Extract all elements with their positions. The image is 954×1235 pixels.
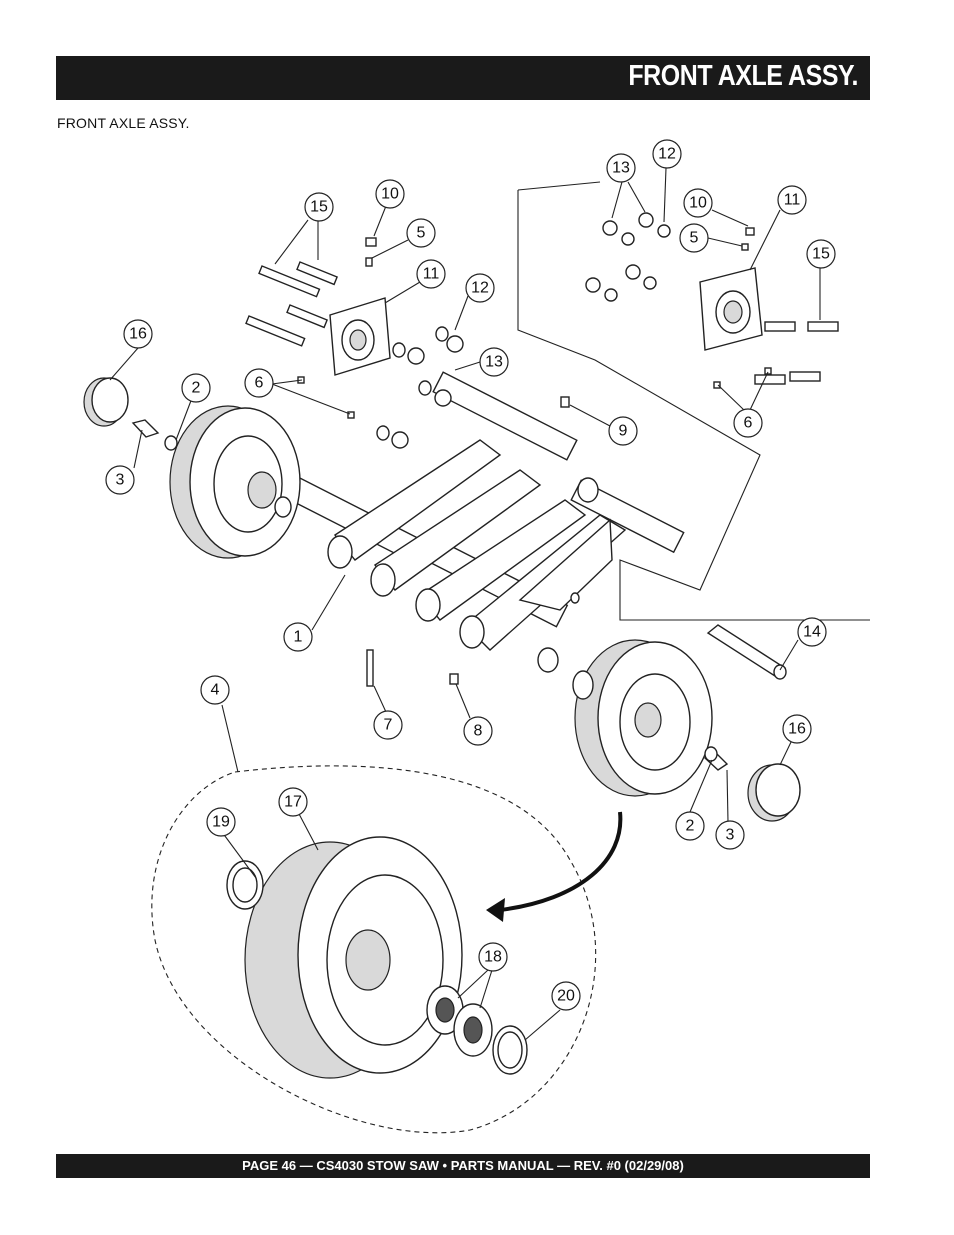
callout-20: 20 <box>551 981 581 1011</box>
callout-18: 18 <box>478 942 508 972</box>
callout-14: 14 <box>797 617 827 647</box>
axle-assembly <box>281 371 685 673</box>
svg-text:18: 18 <box>484 949 502 966</box>
page-footer-bar: PAGE 46 — CS4030 STOW SAW • PARTS MANUAL… <box>56 1154 870 1178</box>
callout-11-left: 11 <box>416 259 446 289</box>
callout-5-left: 5 <box>406 218 436 248</box>
svg-text:4: 4 <box>211 682 220 699</box>
svg-text:12: 12 <box>658 146 676 163</box>
svg-text:16: 16 <box>129 326 147 343</box>
callout-12-left: 12 <box>465 273 495 303</box>
callout-16-left: 16 <box>123 319 153 349</box>
callout-9: 9 <box>608 416 638 446</box>
svg-text:20: 20 <box>557 988 575 1005</box>
flange-bearing-left <box>329 297 391 376</box>
detail-outline <box>517 190 870 621</box>
svg-text:2: 2 <box>192 380 201 397</box>
svg-text:9: 9 <box>619 423 628 440</box>
callout-6-left: 6 <box>244 368 274 398</box>
left-wheel <box>169 405 301 559</box>
callout-7: 7 <box>373 710 403 740</box>
svg-text:14: 14 <box>803 624 821 641</box>
flange-bolts-left <box>245 261 338 347</box>
callout-15-right: 15 <box>806 239 836 269</box>
svg-text:1: 1 <box>294 629 303 646</box>
callout-3-left: 3 <box>105 465 135 495</box>
callout-3-right: 3 <box>715 820 745 850</box>
svg-text:6: 6 <box>255 375 264 392</box>
svg-text:5: 5 <box>417 225 426 242</box>
leader-lines <box>109 167 821 1041</box>
svg-text:7: 7 <box>384 717 393 734</box>
svg-text:11: 11 <box>784 192 801 209</box>
svg-text:3: 3 <box>116 472 125 489</box>
svg-text:19: 19 <box>212 814 230 831</box>
page-header-bar: FRONT AXLE ASSY. <box>56 56 870 100</box>
callout-8: 8 <box>463 716 493 746</box>
callout-15-left: 15 <box>304 192 334 222</box>
svg-text:13: 13 <box>485 354 503 371</box>
svg-text:15: 15 <box>310 199 328 216</box>
explode-arrow <box>499 811 623 912</box>
flange-bolts-right <box>754 321 839 385</box>
svg-text:13: 13 <box>612 160 630 177</box>
svg-text:17: 17 <box>284 794 302 811</box>
svg-text:10: 10 <box>381 186 399 203</box>
svg-text:16: 16 <box>788 721 806 738</box>
hub-cap-right <box>747 763 801 822</box>
svg-text:2: 2 <box>686 818 695 835</box>
pin-rod-14 <box>706 624 787 680</box>
callout-10-right: 10 <box>683 188 713 218</box>
callout-2-right: 2 <box>675 811 705 841</box>
page-title: FRONT AXLE ASSY. <box>628 60 858 92</box>
callout-2-left: 2 <box>181 373 211 403</box>
callout-12-right: 12 <box>652 139 682 169</box>
explode-arrow-head <box>486 898 505 922</box>
svg-text:15: 15 <box>812 246 830 263</box>
callout-11-right: 11 <box>777 185 807 215</box>
nuts-washers <box>376 212 671 449</box>
callout-4: 4 <box>200 675 230 705</box>
callout-17: 17 <box>278 787 308 817</box>
right-wheel <box>572 639 713 797</box>
page-footer: PAGE 46 — CS4030 STOW SAW • PARTS MANUAL… <box>242 1158 684 1173</box>
hub-cap-left <box>83 377 129 427</box>
svg-text:11: 11 <box>423 266 440 283</box>
axle-plate <box>518 518 613 611</box>
callout-13-right: 13 <box>606 153 636 183</box>
axle-bolt-right <box>703 746 729 771</box>
svg-text:10: 10 <box>689 195 707 212</box>
callout-16-right: 16 <box>782 714 812 744</box>
grease-fittings <box>297 227 772 687</box>
callout-5-right: 5 <box>679 223 709 253</box>
flange-bearing-right <box>699 267 763 351</box>
svg-text:8: 8 <box>474 723 483 740</box>
detail-outline-top <box>517 181 601 191</box>
section-label: FRONT AXLE ASSY. <box>57 115 190 131</box>
exploded-wheel <box>151 765 597 1134</box>
svg-text:12: 12 <box>471 280 489 297</box>
callout-13-left: 13 <box>479 347 509 377</box>
callout-6-right: 6 <box>733 408 763 438</box>
callout-19: 19 <box>206 807 236 837</box>
callout-1: 1 <box>283 622 313 652</box>
axle-bolt-left <box>131 419 178 451</box>
svg-text:3: 3 <box>726 827 735 844</box>
svg-text:6: 6 <box>744 415 753 432</box>
callout-10-left: 10 <box>375 179 405 209</box>
svg-text:5: 5 <box>690 230 699 247</box>
